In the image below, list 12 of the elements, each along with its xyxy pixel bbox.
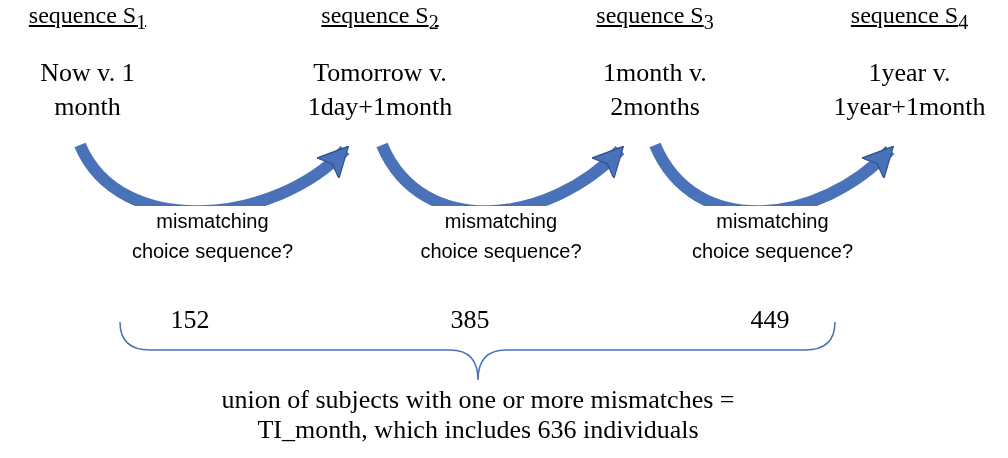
note-text: union of subjects with one or more mismatches = TI_month, which includes 636 individuals (220, 385, 736, 445)
count-label: 385 (449, 305, 491, 335)
count-label: 152 (169, 305, 211, 335)
choice-pair-text: Tomorrow v. 1day+1month (306, 56, 454, 123)
count-label: 449 (749, 305, 791, 335)
sequence-heading: sequence S$_{4}$ (850, 2, 969, 34)
sequence-heading: sequence S$_{1}$ (28, 2, 147, 34)
sequence-heading: sequence S$_{2}$ (321, 2, 439, 34)
choice-pair-text: 1year v. 1year+1month (832, 56, 987, 123)
choice-pair-text: 1month v. 2months (602, 56, 708, 123)
choice-pair-text: Now v. 1 month (39, 56, 136, 123)
sequence-heading: sequence S$_{3}$ (596, 2, 714, 34)
